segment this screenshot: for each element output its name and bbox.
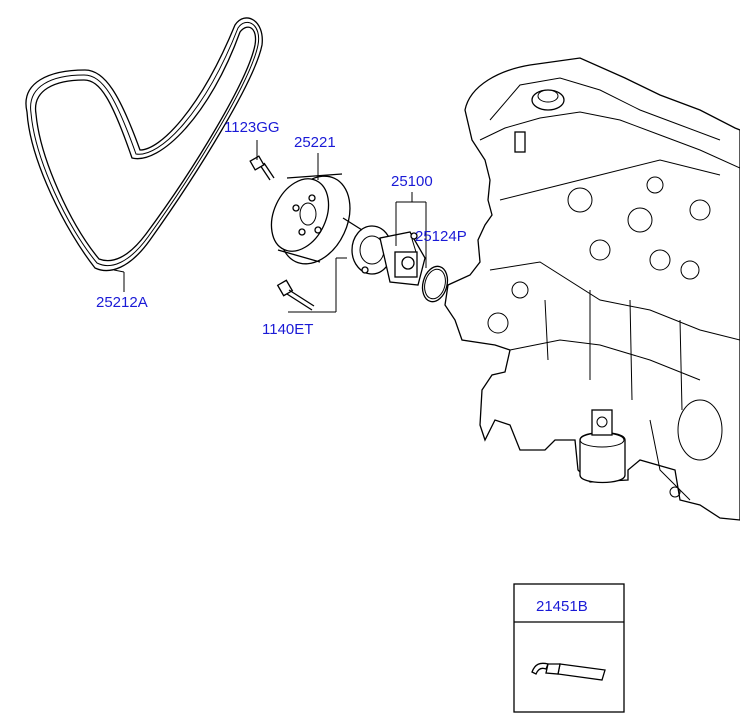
- engine-block: [444, 57, 740, 521]
- water-pump[interactable]: [342, 217, 426, 286]
- drive-belt[interactable]: [25, 17, 263, 272]
- sealant-box[interactable]: 21451B: [513, 583, 625, 713]
- gasket[interactable]: [419, 264, 451, 305]
- small-bolt[interactable]: [249, 155, 275, 181]
- label-long-bolt[interactable]: 1140ET: [262, 321, 313, 338]
- label-pulley[interactable]: 25221: [294, 134, 336, 151]
- label-sealant[interactable]: 21451B: [536, 598, 588, 615]
- leader-lines: [113, 140, 427, 313]
- sealant-tube-icon: [531, 662, 606, 681]
- pulley[interactable]: [260, 165, 363, 275]
- label-small-bolt[interactable]: 1123GG: [224, 119, 280, 136]
- long-bolt[interactable]: [276, 279, 315, 311]
- label-gasket[interactable]: 25124P: [415, 228, 467, 245]
- label-belt[interactable]: 25212A: [96, 294, 148, 311]
- label-water-pump[interactable]: 25100: [391, 173, 433, 190]
